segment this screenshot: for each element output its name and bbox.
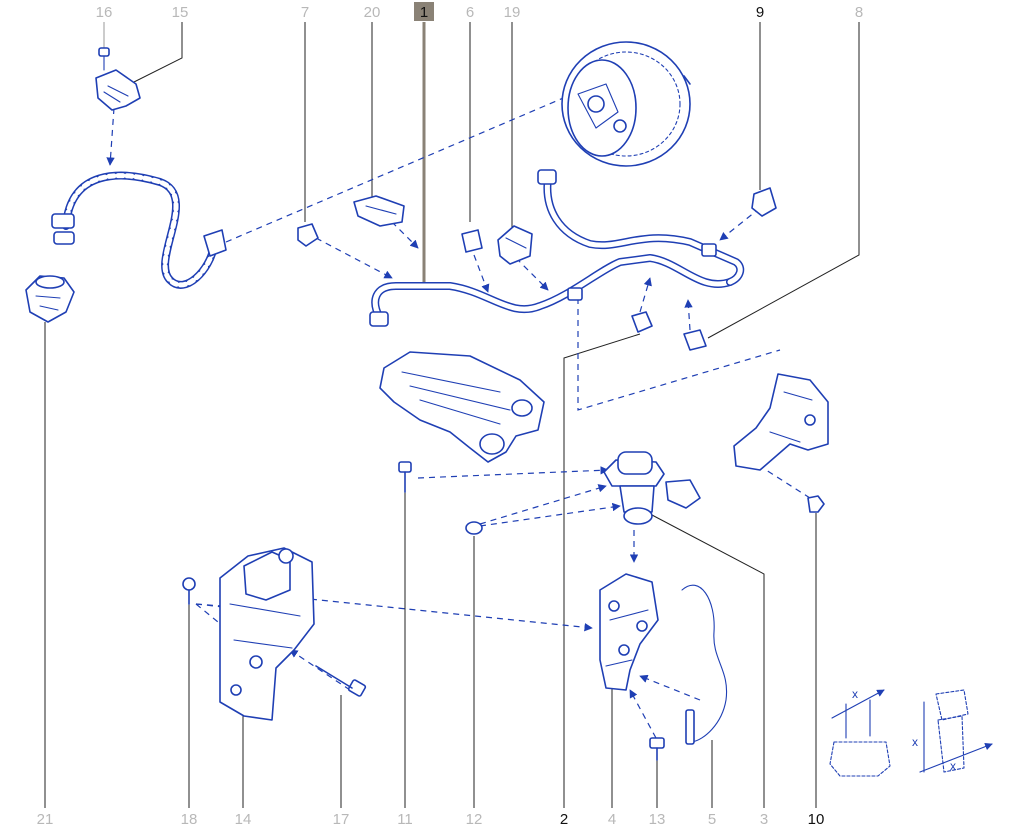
- dimension-detail-nut: x: [829, 687, 891, 777]
- callout-9: 9: [756, 4, 764, 21]
- callout-5: 5: [708, 811, 716, 828]
- part-16-bolt: [98, 47, 110, 71]
- part-4-bracket: [599, 573, 659, 691]
- part-14-bracket: [219, 547, 315, 721]
- part-upper-bracket: [733, 373, 829, 471]
- callout-4: 4: [608, 811, 616, 828]
- part-2-grommet: [631, 311, 653, 333]
- part-7-clip: [297, 223, 319, 247]
- callout-16: 16: [96, 4, 113, 21]
- dimension-detail-bolt: x x: [912, 689, 993, 773]
- part-8-grommet: [683, 329, 707, 351]
- callout-17: 17: [333, 811, 350, 828]
- part-17-bolt: [315, 665, 367, 697]
- part-3-vacuum-pump: [603, 451, 701, 525]
- callout-1: 1: [420, 4, 428, 21]
- part-5-wiring: [681, 584, 728, 745]
- part-20-bracket: [353, 195, 405, 227]
- brake-booster: [561, 41, 691, 167]
- dimension-label: x: [852, 687, 858, 701]
- callout-8: 8: [855, 4, 863, 21]
- callout-6: 6: [466, 4, 474, 21]
- callout-15: 15: [172, 4, 189, 21]
- part-11-bolt: [398, 461, 412, 493]
- callout-12: 12: [466, 811, 483, 828]
- callout-20: 20: [364, 4, 381, 21]
- dimension-label: x: [950, 759, 956, 773]
- part-9-clip: [751, 187, 777, 217]
- left-vacuum-hose: [51, 171, 227, 289]
- callout-2: 2: [560, 811, 568, 828]
- callout-numbers: 16 15 7 20 1 6 19 9 8 21 18 14 17 11 12 …: [37, 2, 863, 828]
- dimension-label: x: [912, 735, 918, 749]
- callout-14: 14: [235, 811, 252, 828]
- intake-manifold: [379, 351, 545, 463]
- callout-11: 11: [397, 811, 413, 828]
- callout-10: 10: [808, 811, 825, 828]
- part-1-vacuum-pipe: [369, 169, 745, 327]
- leader-lines: [44, 22, 860, 808]
- part-6-clip: [461, 229, 483, 253]
- callout-13: 13: [649, 811, 666, 828]
- part-10-bolt: [807, 495, 825, 513]
- part-15-sensor: [95, 69, 141, 111]
- part-12-nut: [465, 521, 483, 535]
- part-21-solenoid-valve: [25, 275, 75, 323]
- callout-18: 18: [181, 811, 198, 828]
- callout-7: 7: [301, 4, 309, 21]
- part-19-connector: [497, 225, 533, 265]
- callout-19: 19: [504, 4, 521, 21]
- callout-3: 3: [760, 811, 768, 828]
- callout-21: 21: [37, 811, 54, 828]
- part-13-bolt: [649, 737, 665, 761]
- callout-1-box: [414, 2, 434, 21]
- part-18-bolt: [182, 577, 196, 605]
